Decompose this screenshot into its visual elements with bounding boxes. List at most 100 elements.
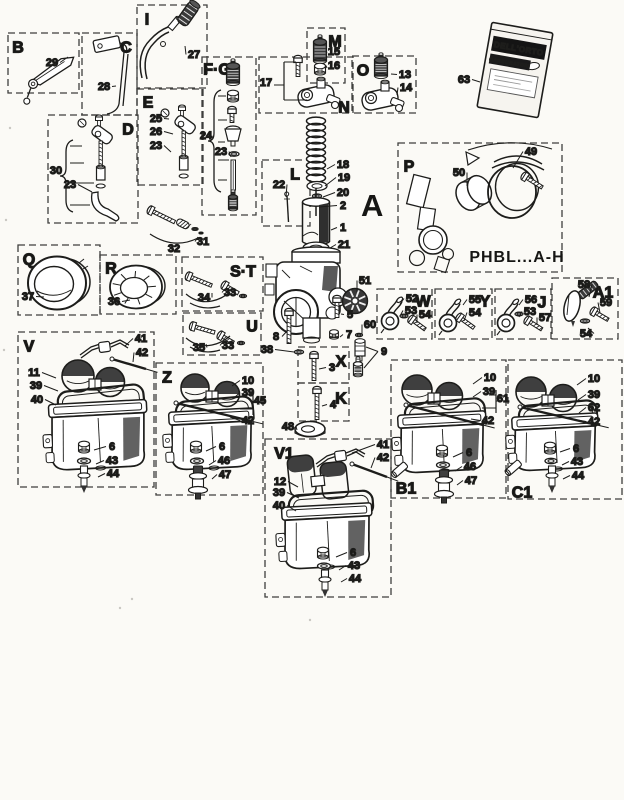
part-label-56: 56 (518, 293, 538, 307)
part-label-26: 26 (149, 125, 174, 139)
part-label-18: 18 (326, 158, 350, 172)
box-M: M (306, 27, 346, 84)
part-label-40: 40 (30, 393, 57, 407)
part-label-19: 19 (324, 171, 351, 187)
part-label-60: 60 (361, 318, 377, 334)
svg-text:34: 34 (198, 292, 211, 304)
svg-text:10: 10 (588, 373, 600, 385)
glyph-bowl (162, 407, 255, 471)
svg-text:49: 49 (525, 146, 537, 158)
svg-text:44: 44 (349, 573, 362, 585)
glyph-screwH (220, 280, 240, 296)
glyph-plug (543, 441, 557, 455)
svg-text:54: 54 (419, 309, 432, 321)
glyph-screwH (216, 330, 236, 345)
box-J: J (494, 288, 552, 340)
part-label-38: 38 (260, 343, 295, 357)
svg-text:43: 43 (571, 456, 583, 468)
part-label-21: 21 (329, 238, 351, 252)
svg-text:5: 5 (347, 309, 353, 321)
glyph-housing (297, 76, 341, 110)
glyph-wire (185, 291, 231, 309)
brace (149, 233, 199, 244)
part-label-44: 44 (97, 467, 121, 481)
svg-text:44: 44 (572, 470, 585, 482)
glyph-needle (284, 191, 290, 223)
svg-text:39: 39 (30, 380, 42, 392)
svg-text:21: 21 (338, 239, 350, 251)
svg-text:C1: C1 (512, 485, 533, 502)
svg-text:53: 53 (405, 305, 417, 317)
main-section-letter: A (361, 188, 384, 223)
svg-text:23: 23 (150, 140, 162, 152)
svg-text:D: D (122, 122, 134, 139)
svg-text:4: 4 (330, 399, 337, 411)
glyph-screwV (312, 385, 322, 420)
glyph-valveBig (187, 465, 209, 500)
part-label-10: 10 (231, 374, 255, 388)
svg-text:54: 54 (469, 307, 482, 319)
part-label-44: 44 (562, 469, 586, 483)
part-label-47: 47 (211, 468, 232, 482)
part-label-47: 47 (456, 474, 478, 488)
part-label-44: 44 (340, 572, 363, 586)
glyph-springH (176, 218, 192, 230)
svg-text:V: V (24, 339, 35, 356)
svg-text:10: 10 (242, 375, 254, 387)
glyph-screwH (146, 205, 177, 225)
part-label-51: 51 (356, 274, 372, 292)
box-B: B (7, 32, 80, 94)
part-label-42: 42 (132, 346, 149, 363)
part-label-6: 6 (93, 440, 116, 454)
part-label-6: 6 (559, 442, 580, 456)
svg-text:42: 42 (482, 415, 494, 427)
part-label-9: 9 (363, 345, 388, 369)
part-label-28: 28 (97, 80, 117, 94)
svg-text:Q: Q (23, 252, 35, 269)
svg-text:6: 6 (219, 441, 225, 453)
svg-text:46: 46 (464, 461, 476, 473)
svg-text:40: 40 (31, 394, 43, 406)
glyph-valve (318, 569, 332, 597)
svg-text:52: 52 (406, 293, 418, 305)
svg-text:44: 44 (107, 468, 120, 480)
part-label-8: 8 (272, 329, 289, 344)
part-label-32: 32 (167, 242, 180, 255)
glyph-banjoA1 (563, 280, 599, 327)
box-X: X (297, 346, 350, 384)
part-label-59: 59 (597, 296, 613, 314)
glyph-housing (361, 79, 405, 113)
svg-text:59: 59 (600, 297, 612, 309)
part-label-24: 24 (199, 129, 213, 142)
part-label-30: 30 (49, 164, 62, 177)
part-label-35: 35 (192, 341, 208, 355)
part-label-39: 39 (272, 486, 300, 500)
layer-annotations: 2928273023252623242315161713146349501819… (21, 45, 613, 586)
svg-text:50: 50 (453, 167, 465, 179)
glyph-lever29 (23, 56, 75, 105)
glyph-washer (189, 457, 205, 465)
svg-text:I: I (145, 12, 149, 29)
glyph-screwH (188, 321, 216, 335)
part-label-23: 23 (214, 145, 232, 159)
glyph-rod42 (403, 402, 495, 429)
glyph-plug (77, 440, 91, 454)
svg-text:E: E (143, 95, 154, 112)
svg-text:61: 61 (497, 393, 509, 405)
part-label-53: 53 (518, 305, 537, 319)
part-label-6: 6 (452, 446, 473, 460)
svg-text:29: 29 (46, 57, 58, 69)
svg-text:38: 38 (261, 344, 273, 356)
part-label-3: 3 (318, 361, 336, 375)
svg-text:60: 60 (364, 319, 376, 331)
part-label-10: 10 (472, 371, 497, 385)
glyph-discSlot (341, 287, 369, 315)
svg-text:42: 42 (588, 416, 600, 428)
glyph-pAsm (405, 142, 553, 274)
svg-text:47: 47 (219, 469, 231, 481)
svg-text:40: 40 (273, 500, 285, 512)
glyph-speck (8, 126, 12, 130)
box-Y: Y (434, 288, 493, 340)
part-label-53: 53 (399, 304, 418, 318)
box-K: K (297, 382, 350, 422)
